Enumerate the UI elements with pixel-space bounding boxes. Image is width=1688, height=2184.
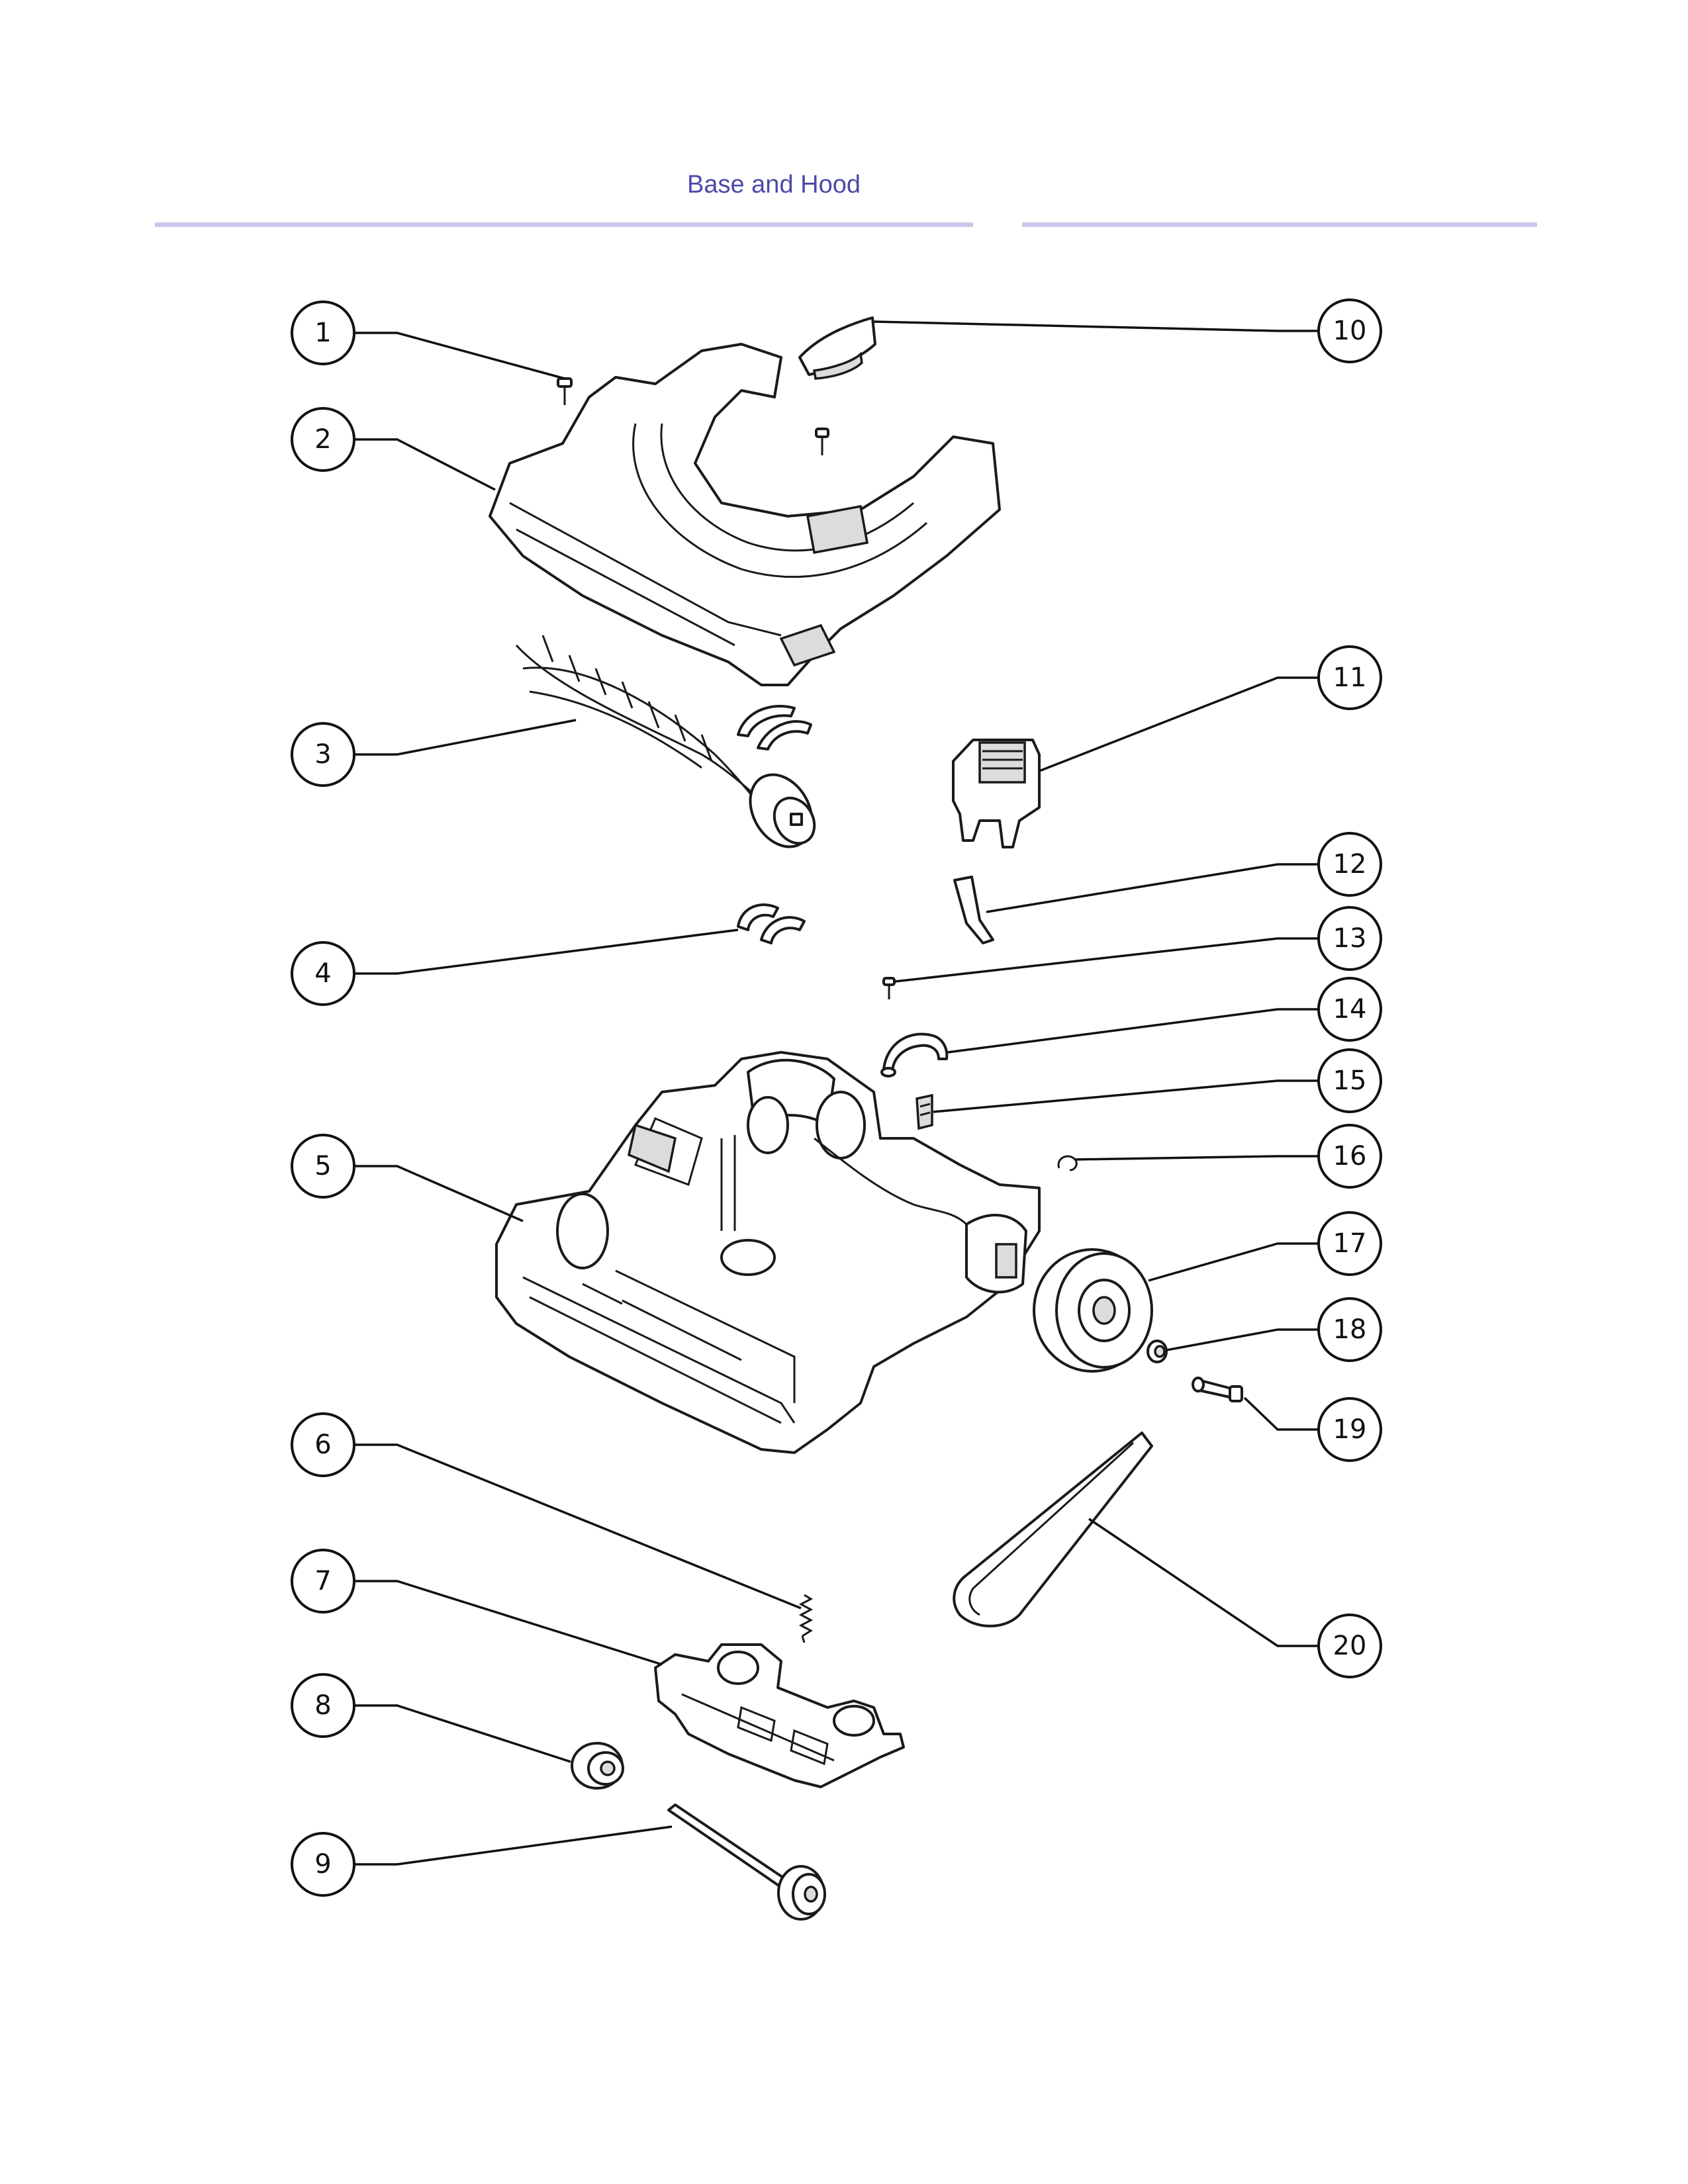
leader-line-9 bbox=[354, 1825, 673, 1866]
hood-latch-part-10 bbox=[798, 316, 876, 380]
leader-line-20 bbox=[1088, 1518, 1319, 1647]
callout-2: 2 bbox=[291, 407, 355, 472]
pedal-lever-part-12 bbox=[953, 876, 994, 944]
callout-number-13: 13 bbox=[1333, 923, 1367, 954]
brush-roll-end-cap-part-4 bbox=[737, 903, 806, 944]
callout-7: 7 bbox=[291, 1549, 355, 1614]
callout-number-19: 19 bbox=[1333, 1414, 1367, 1445]
callout-number-11: 11 bbox=[1333, 662, 1367, 693]
end-cap-rings-upper bbox=[737, 704, 812, 751]
leader-line-15 bbox=[933, 1079, 1319, 1113]
callout-number-1: 1 bbox=[314, 318, 331, 348]
front-axle-part-9 bbox=[667, 1803, 826, 1921]
callout-19: 19 bbox=[1317, 1397, 1382, 1462]
callout-11: 11 bbox=[1317, 645, 1382, 710]
leader-line-6 bbox=[354, 1443, 802, 1610]
callout-6: 6 bbox=[291, 1412, 355, 1477]
callout-number-5: 5 bbox=[314, 1151, 331, 1181]
leader-line-3 bbox=[354, 719, 577, 756]
callout-number-2: 2 bbox=[314, 424, 331, 455]
callout-number-9: 9 bbox=[314, 1849, 331, 1880]
callout-number-16: 16 bbox=[1333, 1141, 1367, 1171]
callout-12: 12 bbox=[1317, 832, 1382, 897]
callout-10: 10 bbox=[1317, 298, 1382, 363]
leader-line-2 bbox=[354, 438, 496, 491]
callout-number-15: 15 bbox=[1333, 1066, 1367, 1096]
hood-part-2 bbox=[489, 343, 1001, 686]
title-rule-right bbox=[1022, 222, 1537, 227]
screw-part-13 bbox=[882, 977, 896, 999]
callout-8: 8 bbox=[291, 1673, 355, 1738]
spring-part-6 bbox=[798, 1594, 814, 1643]
leader-line-13 bbox=[894, 937, 1319, 983]
base-part-5 bbox=[495, 1051, 1041, 1454]
screw-part-1 bbox=[557, 377, 573, 405]
callout-20: 20 bbox=[1317, 1614, 1382, 1678]
leader-line-14 bbox=[947, 1008, 1319, 1054]
callout-3: 3 bbox=[291, 722, 355, 787]
leader-line-1 bbox=[354, 332, 565, 380]
clip-part-15 bbox=[915, 1093, 933, 1130]
callout-14: 14 bbox=[1317, 977, 1382, 1042]
rear-wheel-part-17 bbox=[1033, 1248, 1153, 1373]
leader-line-19 bbox=[1243, 1396, 1319, 1431]
page-title: Base and Hood bbox=[687, 171, 861, 199]
leader-line-10 bbox=[873, 320, 1319, 332]
leader-line-16 bbox=[1075, 1155, 1319, 1161]
drive-belt-part-20 bbox=[953, 1432, 1153, 1627]
callout-number-12: 12 bbox=[1333, 849, 1367, 880]
title-rule-left bbox=[155, 222, 973, 227]
leader-line-11 bbox=[1039, 676, 1319, 772]
front-wheel-part-8 bbox=[571, 1742, 624, 1790]
callout-4: 4 bbox=[291, 941, 355, 1006]
callout-number-8: 8 bbox=[314, 1690, 331, 1721]
callout-number-10: 10 bbox=[1333, 316, 1367, 346]
height-adjust-carriage-part-7 bbox=[654, 1643, 905, 1788]
leader-line-4 bbox=[354, 929, 739, 975]
callout-number-14: 14 bbox=[1333, 994, 1367, 1024]
callout-17: 17 bbox=[1317, 1211, 1382, 1276]
wheel-bushing-part-18 bbox=[1147, 1340, 1168, 1363]
leader-line-17 bbox=[1148, 1242, 1319, 1282]
callout-number-6: 6 bbox=[314, 1430, 331, 1460]
leader-line-12 bbox=[986, 863, 1319, 913]
leader-line-5 bbox=[354, 1165, 524, 1222]
clamp-part-14 bbox=[880, 1032, 949, 1077]
leader-line-8 bbox=[354, 1704, 571, 1763]
callout-5: 5 bbox=[291, 1134, 355, 1199]
callout-16: 16 bbox=[1317, 1124, 1382, 1189]
callout-number-7: 7 bbox=[314, 1566, 331, 1596]
callout-number-20: 20 bbox=[1333, 1631, 1367, 1661]
callout-15: 15 bbox=[1317, 1048, 1382, 1113]
callout-13: 13 bbox=[1317, 906, 1382, 971]
callout-number-3: 3 bbox=[314, 739, 331, 770]
belt-guard-part-11 bbox=[952, 739, 1041, 848]
brush-roll-part-3 bbox=[515, 635, 816, 848]
axle-pin-part-19 bbox=[1192, 1377, 1243, 1402]
callout-number-17: 17 bbox=[1333, 1228, 1367, 1259]
leader-line-18 bbox=[1166, 1328, 1319, 1351]
callout-number-4: 4 bbox=[314, 958, 331, 989]
callout-9: 9 bbox=[291, 1832, 355, 1897]
callout-number-18: 18 bbox=[1333, 1314, 1367, 1345]
callout-1: 1 bbox=[291, 300, 355, 365]
retaining-ring-part-16 bbox=[1057, 1155, 1078, 1171]
callout-18: 18 bbox=[1317, 1297, 1382, 1362]
leader-line-7 bbox=[354, 1580, 663, 1666]
